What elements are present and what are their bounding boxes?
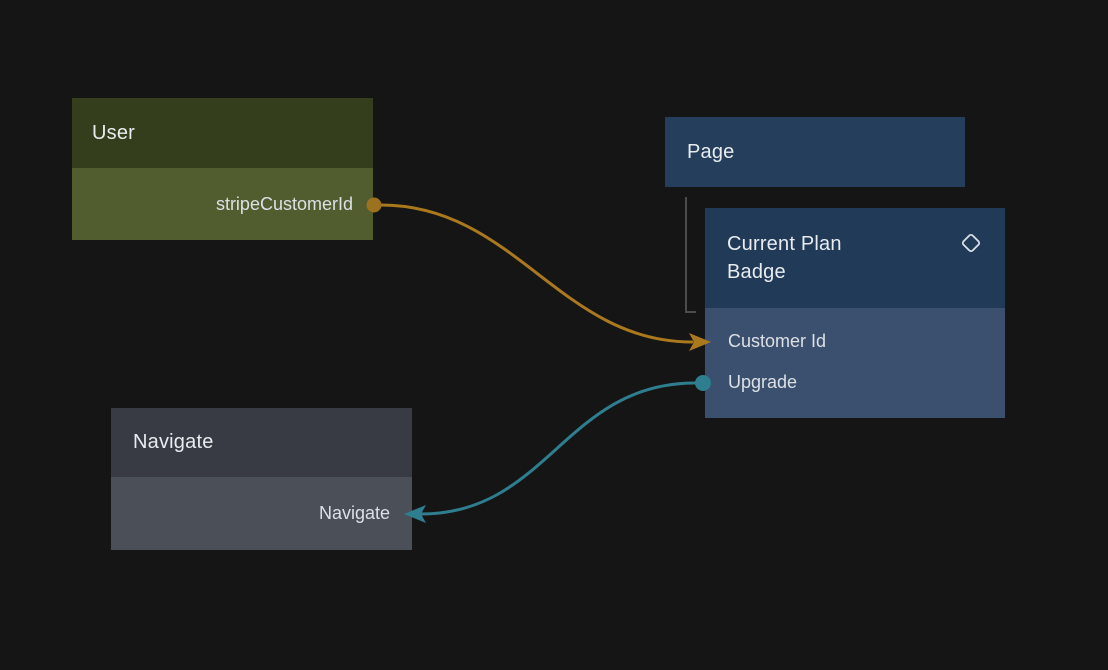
node-current-plan-badge[interactable]: Current Plan Badge Customer Id Upgrade — [705, 208, 1005, 418]
node-navigate-header[interactable]: Navigate — [111, 408, 412, 477]
node-user[interactable]: User stripeCustomerId — [72, 98, 373, 240]
node-page-title: Page — [687, 140, 735, 163]
node-current-plan-badge-header[interactable]: Current Plan Badge — [705, 208, 1005, 308]
node-navigate-title: Navigate — [133, 431, 214, 453]
node-user-header[interactable]: User — [72, 98, 373, 168]
field-stripe-customer-id[interactable]: stripeCustomerId — [72, 168, 373, 240]
field-upgrade-label: Upgrade — [728, 372, 798, 392]
tree-line-page-to-current-plan-badge — [685, 197, 696, 313]
field-stripe-customer-id-label: stripeCustomerId — [215, 193, 353, 214]
node-navigate-body: Navigate — [111, 477, 412, 550]
node-page-header[interactable]: Page — [665, 117, 965, 187]
node-page[interactable]: Page — [665, 117, 965, 187]
field-upgrade[interactable]: Upgrade — [705, 362, 1005, 403]
diamond-outline-icon — [961, 233, 981, 253]
field-customer-id[interactable]: Customer Id — [705, 321, 1005, 362]
edge-upgrade-to-navigate[interactable] — [419, 381, 697, 516]
node-user-title: User — [92, 121, 136, 144]
field-navigate-label: Navigate — [318, 503, 390, 523]
node-navigate[interactable]: Navigate Navigate — [111, 408, 412, 550]
node-current-plan-badge-title: Current Plan Badge — [727, 233, 842, 283]
edge-stripecustomerid-to-customerid[interactable] — [379, 203, 694, 344]
node-current-plan-badge-body: Customer Id Upgrade — [705, 308, 1005, 418]
field-customer-id-label: Customer Id — [728, 331, 827, 351]
field-navigate[interactable]: Navigate — [111, 477, 412, 550]
node-user-body: stripeCustomerId — [72, 168, 373, 240]
